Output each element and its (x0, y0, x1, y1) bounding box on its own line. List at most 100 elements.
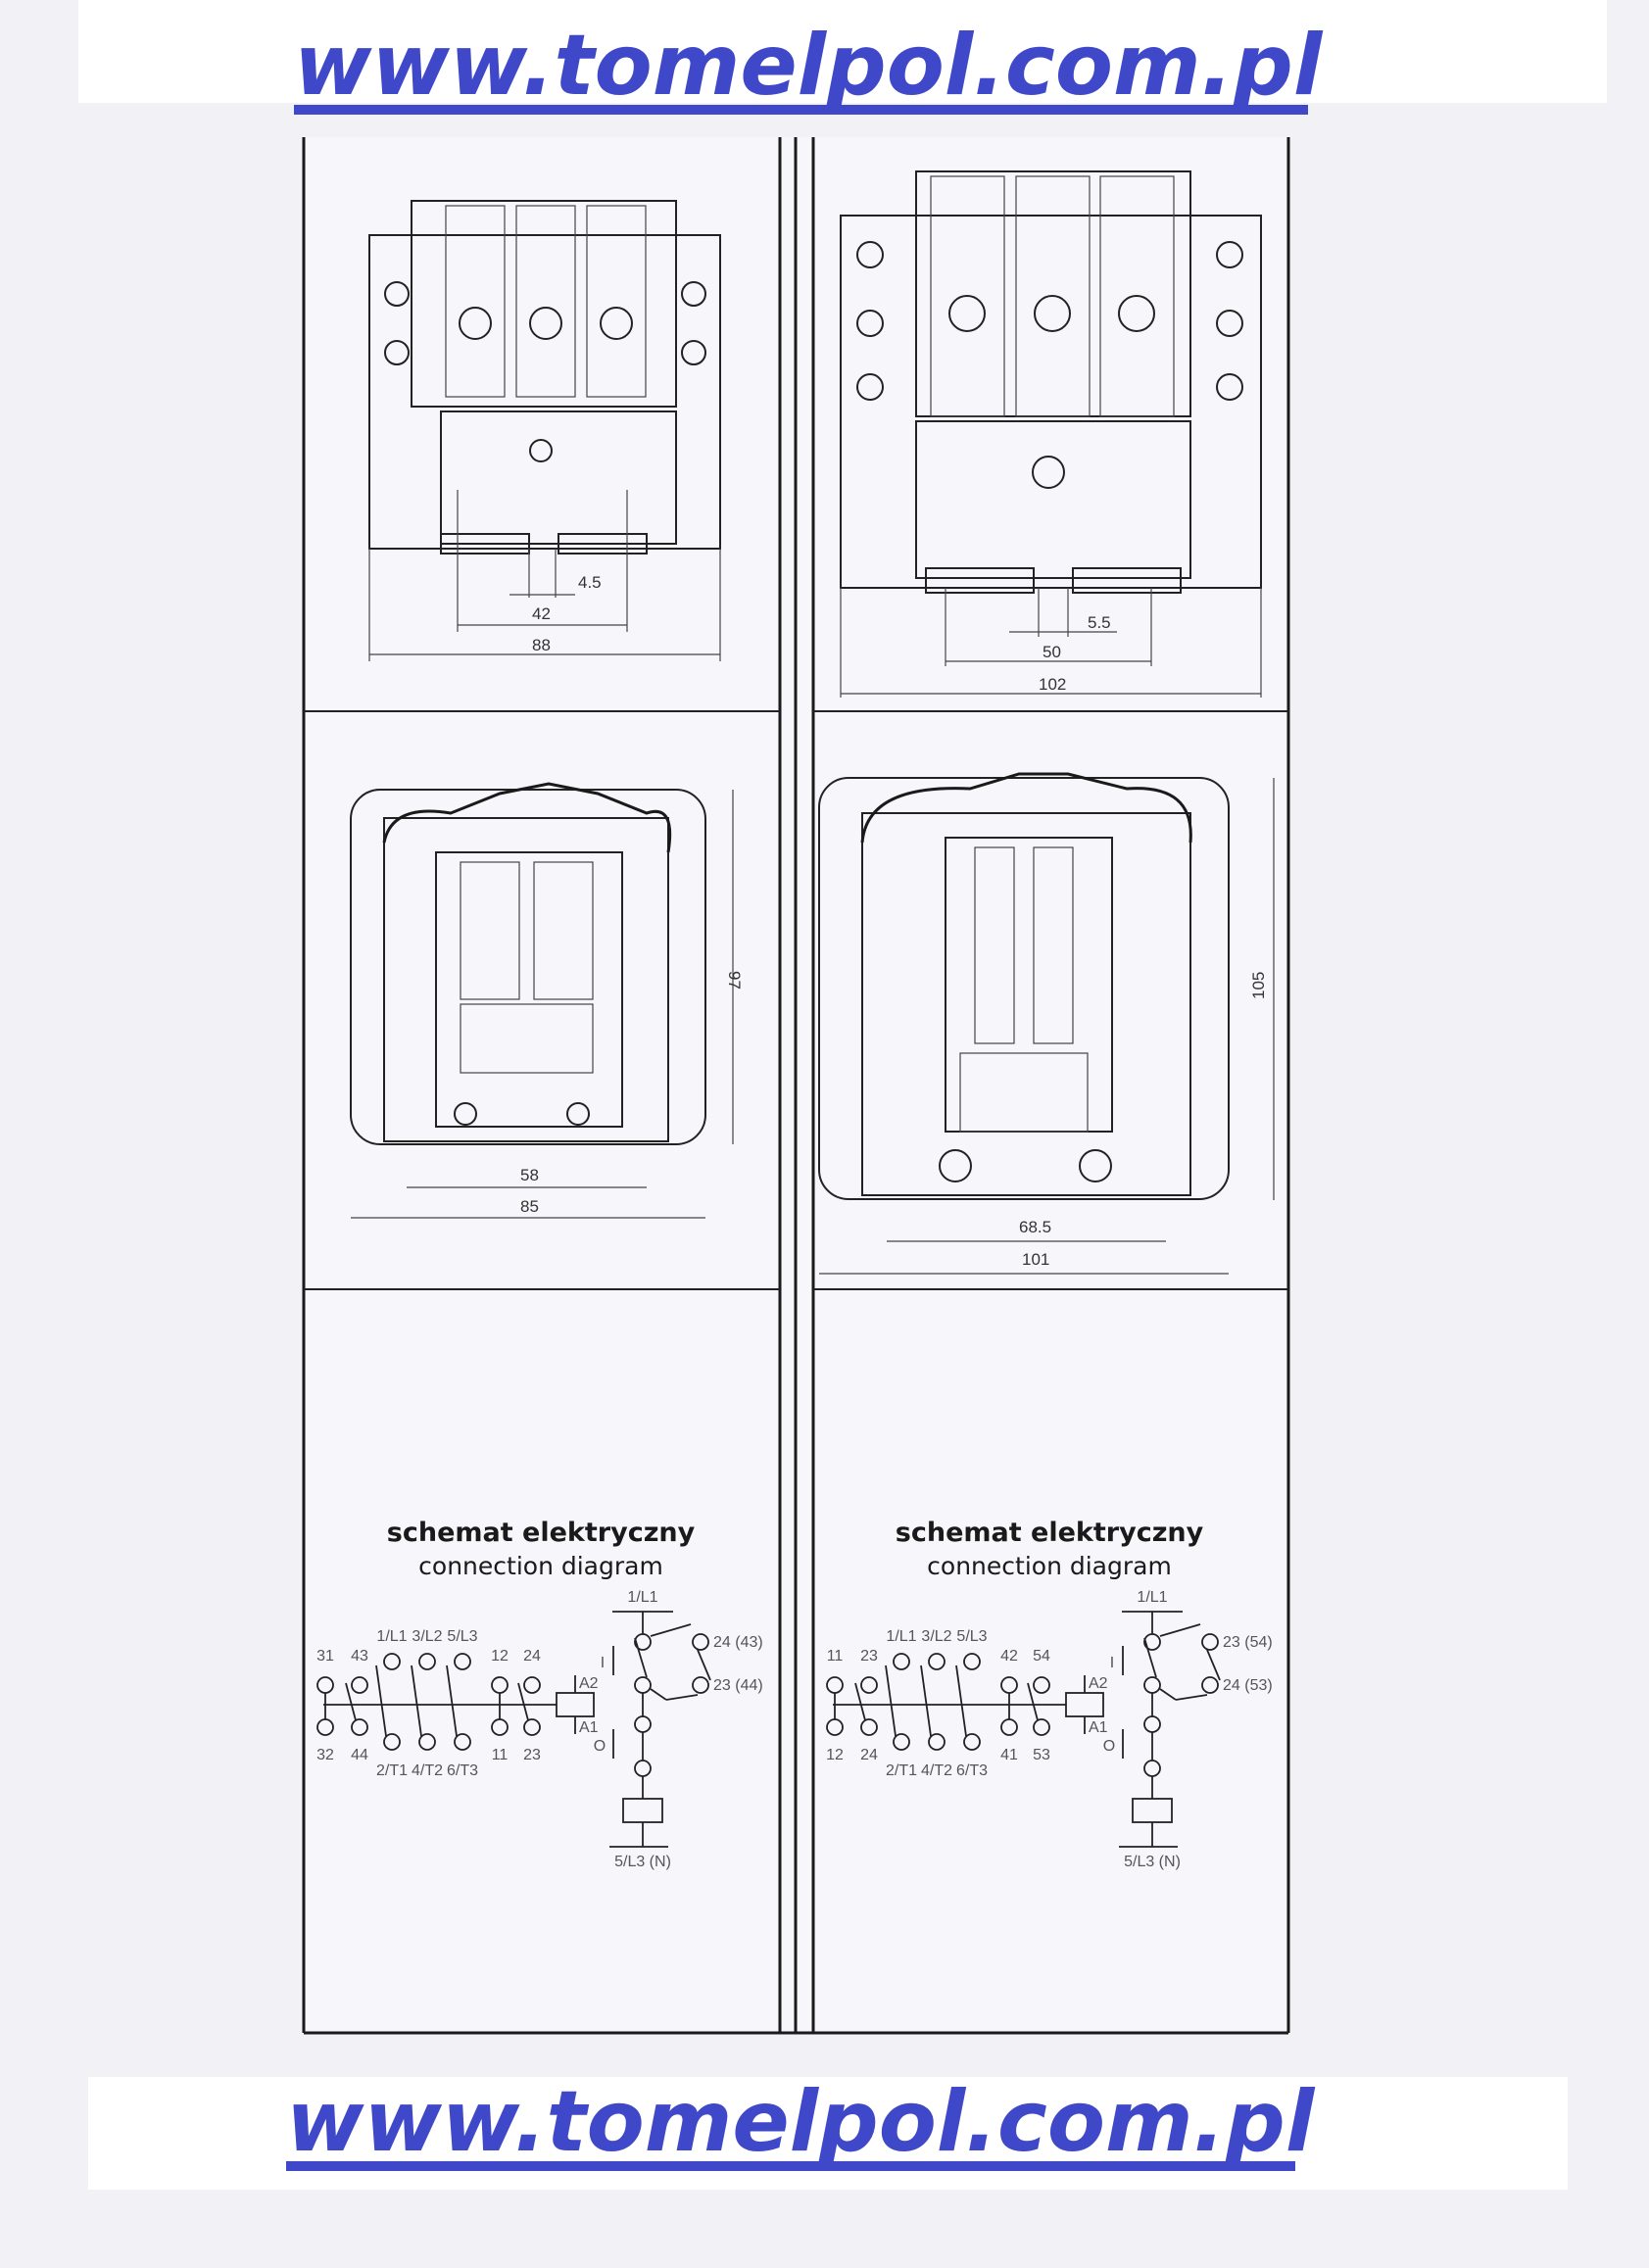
terminal-label-top: 12 (491, 1648, 509, 1665)
terminal-circle (634, 1633, 652, 1651)
aux-contact-label-bottom: 23 (44) (713, 1677, 763, 1694)
aux-contact-label-top: 24 (43) (713, 1634, 763, 1651)
terminal-circle (1033, 1718, 1050, 1736)
on-button-label: I (1110, 1655, 1114, 1671)
right-schematic-subtitle: connection diagram (927, 1552, 1172, 1580)
right-dim-depth: 101 (1022, 1250, 1049, 1269)
wire (697, 1649, 711, 1681)
off-button-label: O (594, 1738, 606, 1755)
terminal-circle (351, 1718, 368, 1736)
terminal-circle (893, 1653, 910, 1670)
wire (650, 1623, 692, 1637)
left-front-view-drawing (368, 200, 721, 661)
terminal-label-bottom: 53 (1033, 1747, 1050, 1763)
header-band (78, 0, 1607, 103)
pole-label-bottom: 6/T3 (447, 1762, 478, 1779)
terminal-circle (351, 1676, 368, 1694)
pole-label-top: 1/L1 (886, 1628, 916, 1645)
terminal-circle (928, 1733, 946, 1751)
left-connection-diagram: 31324344121124231/L12/T13/L24/T25/L36/T3… (316, 1589, 763, 1870)
terminal-circle (692, 1633, 709, 1651)
footer-url-underline (286, 2161, 1295, 2171)
terminal-circle (454, 1653, 471, 1670)
wire (920, 1665, 932, 1737)
terminal-circle (523, 1676, 541, 1694)
left-dim-hole-spacing: 58 (520, 1166, 539, 1184)
terminal-label-top: 11 (827, 1648, 844, 1665)
terminal-label-bottom: 12 (826, 1747, 844, 1763)
pole-label-bottom: 6/T3 (956, 1762, 988, 1779)
aux-contact-label-top: 23 (54) (1223, 1634, 1273, 1651)
wire (1027, 1682, 1039, 1721)
left-dim-total-width: 88 (532, 636, 551, 654)
terminal-circle (418, 1733, 436, 1751)
right-connection-diagram: 11122324424154531/L12/T13/L24/T25/L36/T3… (826, 1589, 1273, 1870)
terminal-circle (523, 1718, 541, 1736)
coil-label-a2: A2 (1089, 1675, 1108, 1692)
supply-label: 1/L1 (1137, 1589, 1167, 1606)
wire (885, 1665, 897, 1737)
left-dim-height: 97 (725, 971, 744, 989)
terminal-circle (1143, 1633, 1161, 1651)
right-dim-mount-width: 50 (1043, 643, 1061, 661)
terminal-circle (1033, 1676, 1050, 1694)
terminal-circle (963, 1653, 981, 1670)
wire (1159, 1688, 1177, 1701)
aux-contact-label-bottom: 24 (53) (1223, 1677, 1273, 1694)
terminal-label-top: 54 (1033, 1648, 1050, 1665)
pole-label-top: 5/L3 (447, 1628, 477, 1645)
terminal-label-top: 23 (860, 1648, 878, 1665)
pole-label-top: 1/L1 (376, 1628, 407, 1645)
right-dim-height: 105 (1249, 972, 1268, 999)
wire (345, 1682, 357, 1721)
terminal-circle (893, 1733, 910, 1751)
terminal-circle (383, 1733, 401, 1751)
terminal-circle (418, 1653, 436, 1670)
wire (854, 1682, 866, 1721)
wire (634, 1637, 648, 1678)
right-schematic-title: schemat elektryczny (896, 1518, 1204, 1548)
right-front-view-drawing (840, 170, 1262, 698)
on-button-label: I (601, 1655, 605, 1671)
pole-label-bottom: 2/T1 (886, 1762, 917, 1779)
terminal-circle (1201, 1676, 1219, 1694)
left-dim-depth: 85 (520, 1197, 539, 1216)
terminal-circle (454, 1733, 471, 1751)
wire (375, 1665, 387, 1737)
left-schematic-title: schemat elektryczny (387, 1518, 696, 1548)
terminal-label-bottom: 23 (523, 1747, 541, 1763)
supply-label: 1/L1 (627, 1589, 657, 1606)
right-dim-total-width: 102 (1039, 675, 1066, 694)
neutral-label: 5/L3 (N) (1124, 1854, 1181, 1870)
terminal-label-bottom: 41 (1000, 1747, 1018, 1763)
neutral-label: 5/L3 (N) (614, 1854, 671, 1870)
terminal-circle (928, 1653, 946, 1670)
terminal-circle (1201, 1633, 1219, 1651)
header-url-link[interactable]: www.tomelpol.com.pl (294, 17, 1324, 115)
terminal-label-top: 31 (316, 1648, 334, 1665)
coil-label-a1: A1 (1089, 1719, 1108, 1736)
footer-url-link[interactable]: www.tomelpol.com.pl (286, 2073, 1316, 2171)
coil-label-a2: A2 (579, 1675, 599, 1692)
terminal-label-bottom: 24 (860, 1747, 878, 1763)
terminal-label-bottom: 44 (351, 1747, 368, 1763)
right-side-view-drawing (818, 772, 1275, 1275)
pole-label-bottom: 4/T2 (412, 1762, 443, 1779)
pole-label-top: 5/L3 (956, 1628, 987, 1645)
wire (517, 1682, 529, 1721)
drawing-frame (302, 137, 1290, 2035)
left-dim-mount-width: 42 (532, 604, 551, 623)
terminal-circle (692, 1676, 709, 1694)
wire (650, 1688, 667, 1701)
left-side-view-drawing (350, 782, 734, 1219)
wire (1159, 1623, 1201, 1637)
wire (1206, 1649, 1221, 1681)
off-button-label: O (1103, 1738, 1115, 1755)
right-dim-hole-spacing: 68.5 (1019, 1218, 1051, 1236)
header-url-underline (294, 105, 1308, 115)
wire (446, 1665, 458, 1737)
pole-label-top: 3/L2 (921, 1628, 951, 1645)
wire (1175, 1694, 1208, 1701)
terminal-circle (963, 1733, 981, 1751)
